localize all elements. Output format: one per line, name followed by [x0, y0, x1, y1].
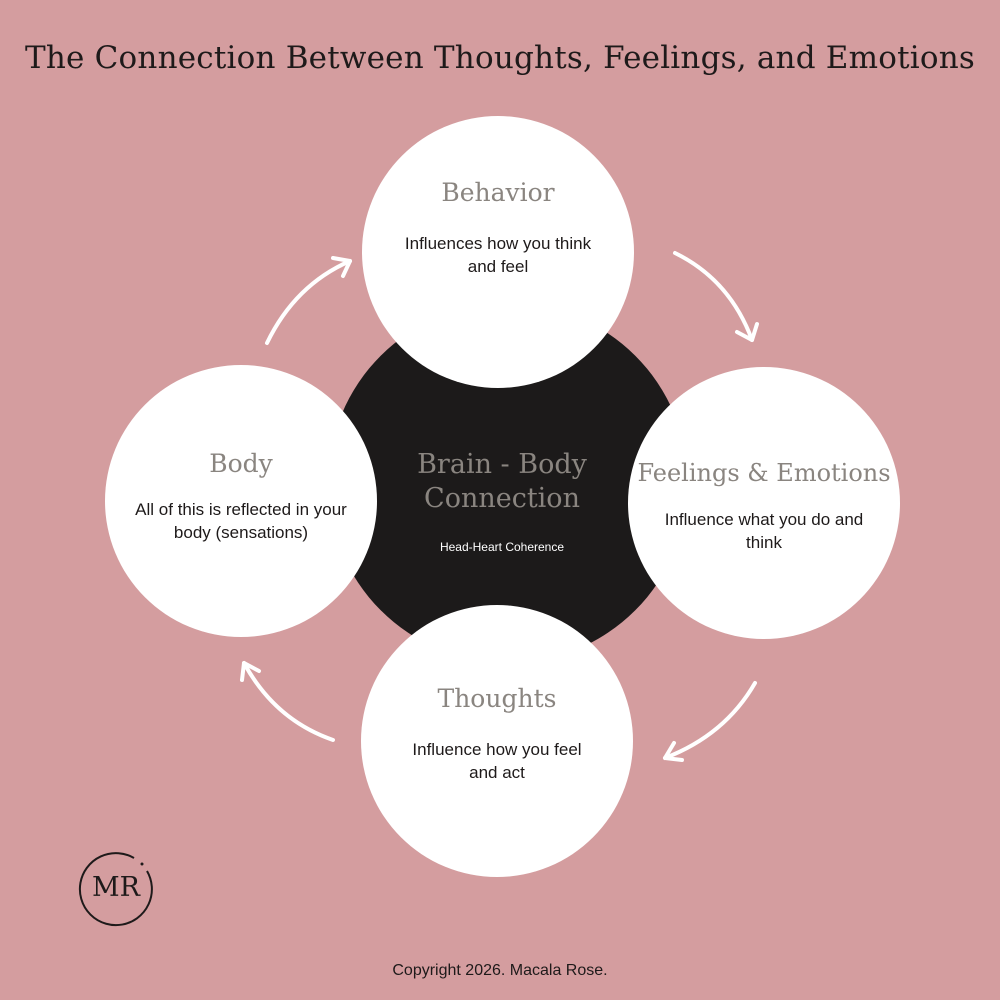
arrow-body-to-behavior: [265, 256, 352, 345]
body-description-line-2: body (sensations): [173, 523, 309, 542]
feelings-description-line-1: Influence what you do and: [664, 510, 864, 529]
feelings-emotions-title: Feelings & Emotions: [637, 459, 891, 487]
body-description-line-1: All of this is reflected in your: [135, 500, 347, 519]
behavior-title: Behavior: [441, 178, 555, 207]
feelings-emotions-node: Feelings & Emotions Influence what you d…: [628, 367, 900, 639]
copyright-footer: Copyright 2026. Macala Rose.: [392, 962, 608, 979]
thoughts-title: Thoughts: [437, 684, 557, 713]
behavior-description: Influences how you think and feel: [376, 232, 620, 278]
body-title: Body: [209, 449, 273, 478]
logo-mark: [78, 852, 153, 927]
center-title-line-2: Connection: [424, 483, 580, 514]
thoughts-description-line-2: and act: [469, 763, 525, 782]
feelings-description-line-2: think: [746, 533, 782, 552]
thoughts-description: Influence how you feel and act: [375, 738, 619, 784]
logo-initials: MR: [92, 872, 140, 903]
feelings-emotions-description: Influence what you do and think: [642, 508, 886, 554]
center-title-line-1: Brain - Body: [417, 449, 587, 480]
body-node: Body All of this is reflected in your bo…: [105, 365, 377, 637]
arrow-thoughts-to-body: [240, 661, 335, 742]
body-description: All of this is reflected in your body (s…: [119, 498, 363, 544]
page-title: The Connection Between Thoughts, Feeling…: [24, 40, 975, 76]
behavior-description-line-1: Influences how you think: [404, 234, 592, 253]
behavior-node: Behavior Influences how you think and fe…: [362, 116, 634, 388]
thoughts-node: Thoughts Influence how you feel and act: [361, 605, 633, 877]
arrow-feelings-to-thoughts: [663, 681, 757, 762]
thoughts-description-line-1: Influence how you feel: [412, 740, 582, 759]
arrow-behavior-to-feelings: [673, 251, 759, 342]
center-subtitle: Head-Heart Coherence: [439, 540, 565, 554]
center-title: Brain - Body Connection: [400, 448, 604, 516]
behavior-description-line-2: and feel: [467, 257, 529, 276]
